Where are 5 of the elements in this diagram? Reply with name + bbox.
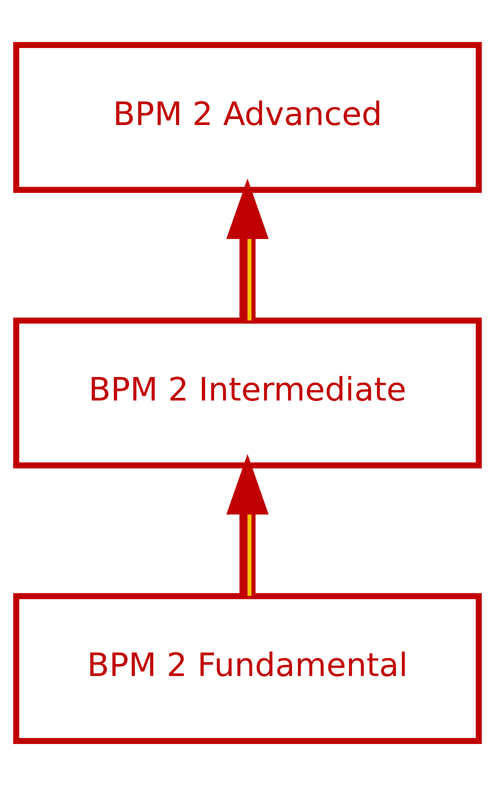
- arrow: [226, 178, 269, 320]
- node-box: BPM 2 Fundamental: [13, 593, 482, 744]
- node-box: BPM 2 Intermediate: [13, 318, 482, 468]
- node-box: BPM 2 Advanced: [13, 42, 482, 193]
- arrow: [226, 454, 269, 596]
